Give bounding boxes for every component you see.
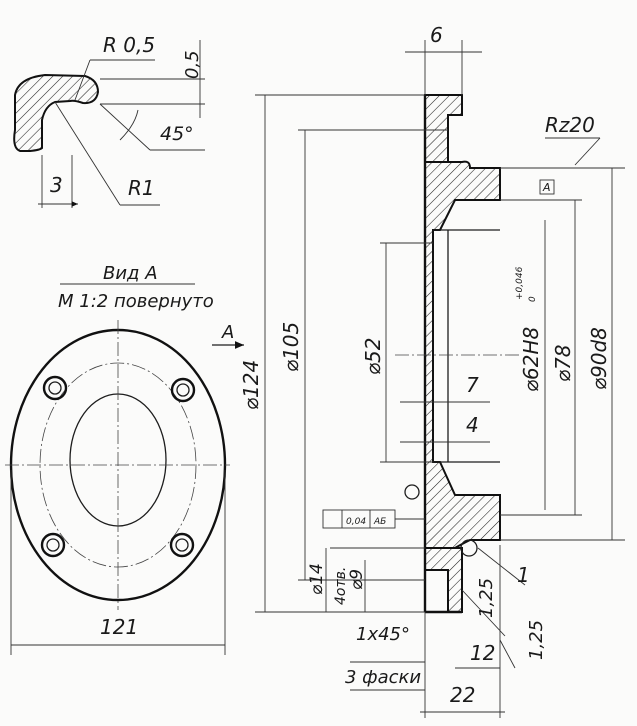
- bolt-holes: [40, 375, 196, 558]
- d52-label: ⌀52: [361, 338, 385, 376]
- angle-arc: [119, 109, 139, 141]
- d78-label: ⌀78: [551, 345, 575, 383]
- d62-label: ⌀62H8: [519, 327, 543, 392]
- r1-leader: [54, 101, 121, 206]
- top-bolt-section: [424, 94, 463, 163]
- bolt-hole-inner: [46, 538, 60, 552]
- dim7-label: 7: [466, 373, 479, 397]
- tol-upper-label: +0,046: [515, 266, 525, 300]
- bolt-hole-inner: [175, 538, 189, 552]
- groove-detail: R 0,5 0,5 45° 3 R1: [13, 33, 205, 208]
- dim125b-label: 1,25: [526, 620, 547, 660]
- d124-label: ⌀124: [239, 360, 263, 410]
- bottom-bolt-section: [424, 547, 463, 613]
- bolt-hole: [169, 532, 195, 558]
- tol-lower-label: 0: [528, 296, 538, 302]
- radius-leader: [74, 59, 91, 101]
- d90-label: ⌀90d8: [587, 327, 611, 390]
- leader-1-label: 1: [517, 563, 530, 587]
- width-label: 3: [50, 173, 63, 197]
- angle-line: [99, 103, 151, 151]
- view-marker-label: А: [221, 322, 234, 343]
- bolt-hole-inner: [176, 383, 190, 397]
- radius-large-label: R1: [128, 176, 155, 200]
- dim125-leader-2: [499, 639, 516, 669]
- bolt-hole: [42, 375, 68, 401]
- angle-label: 45°: [160, 123, 194, 145]
- view-a: Вид А М 1:2 повернуто 121: [5, 263, 230, 655]
- radius-small-label: R 0,5: [103, 33, 155, 57]
- dim125a-label: 1,25: [476, 578, 497, 618]
- bolt-hole-inner: [48, 381, 62, 395]
- bolt-hole: [170, 377, 196, 403]
- runout-base-label: АБ: [373, 517, 386, 527]
- chamfer-note-label: 3 фаски: [345, 667, 421, 688]
- dim4-label: 4: [466, 413, 479, 437]
- d105-label: ⌀105: [279, 322, 303, 372]
- groove-profile-shape: [13, 73, 100, 152]
- view-scale-note: М 1:2 повернуто: [58, 291, 214, 312]
- bolt-count-label: 4отв.: [333, 567, 349, 605]
- d9-label: ⌀9: [347, 569, 367, 590]
- view-diameter-label: 121: [100, 615, 138, 639]
- roughness-label: Rz20: [545, 113, 595, 137]
- datum-a-label: А: [542, 181, 551, 194]
- bolt-hole: [40, 532, 66, 558]
- groove-circle: [460, 539, 478, 557]
- section-view: А: [212, 23, 625, 718]
- runout-tol-label: 0,04: [346, 517, 366, 527]
- offset-label: 0,5: [182, 50, 203, 79]
- chamfer-label: 1х45°: [356, 624, 410, 645]
- datum-box: [539, 179, 555, 195]
- roughness-leader: [574, 137, 601, 166]
- dim12-label: 12: [470, 641, 495, 665]
- view-title: Вид А: [103, 263, 158, 284]
- leader-1: [477, 547, 526, 586]
- dim125-leader: [461, 589, 506, 637]
- datum-circle: [404, 484, 420, 500]
- dim6-label: 6: [430, 23, 443, 47]
- dim22-label: 22: [450, 683, 475, 707]
- d14-label: ⌀14: [307, 563, 327, 595]
